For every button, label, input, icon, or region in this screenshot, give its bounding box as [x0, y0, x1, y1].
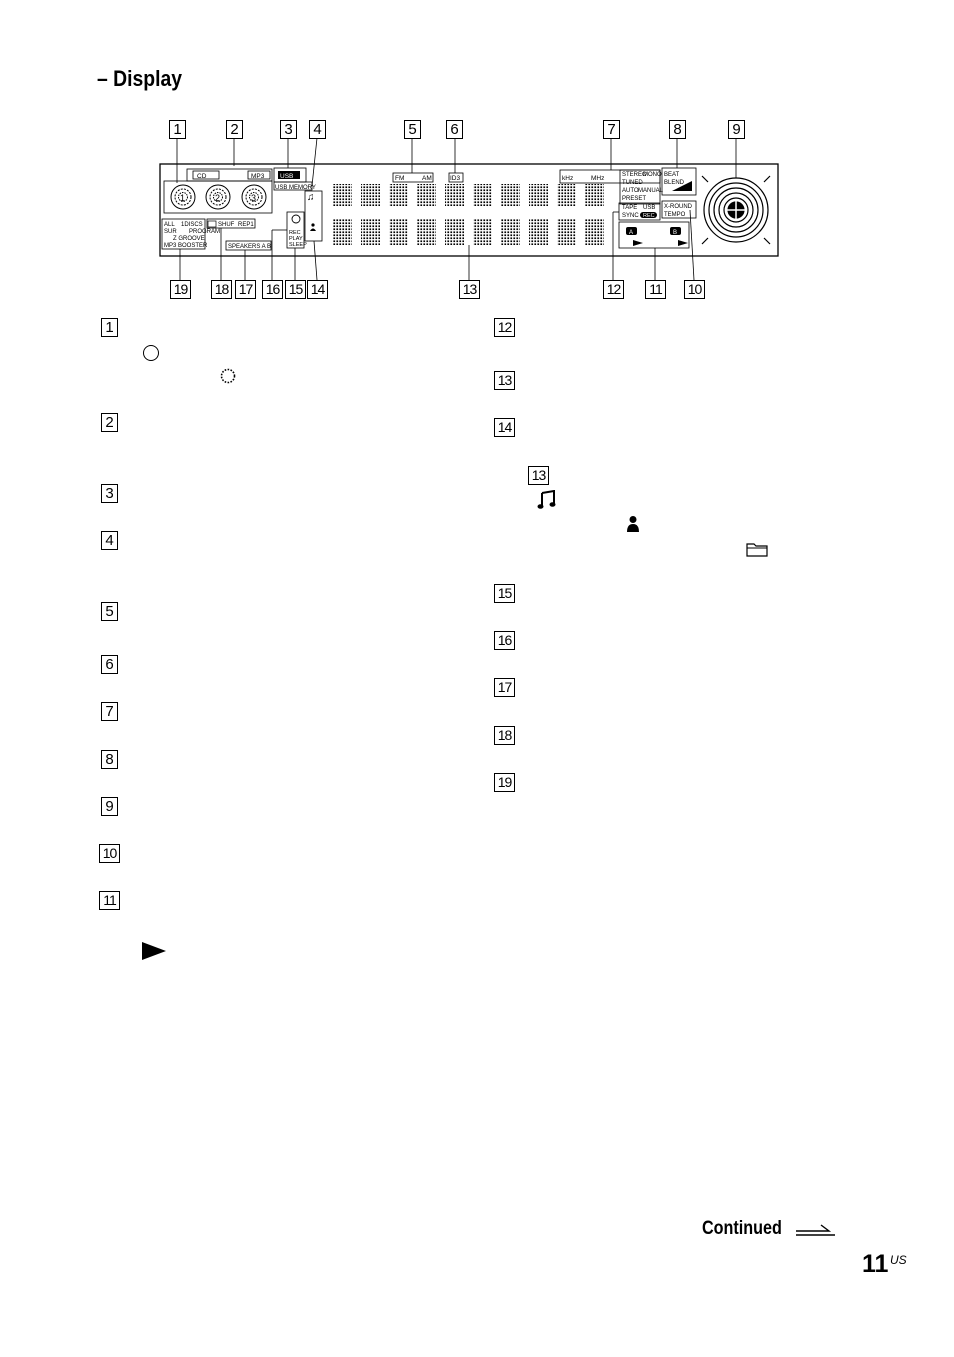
callout-8: 8: [669, 120, 686, 139]
list-item-14: 14: [494, 418, 515, 437]
callout-4: 4: [309, 120, 326, 139]
tuned-label: TUNED: [622, 180, 643, 186]
callout-6: 6: [446, 120, 463, 139]
program-label: PROGRAM: [189, 229, 220, 235]
continued-label: Continued: [702, 1218, 782, 1239]
callout-13: 13: [459, 280, 480, 299]
disc-2-icon: [205, 184, 231, 210]
sur-label: SUR: [164, 229, 177, 235]
list-item-7: 7: [101, 702, 118, 721]
list-item-1: 1: [101, 318, 118, 337]
sleep-label: SLEEP: [289, 242, 307, 248]
list-item-18: 18: [494, 726, 515, 745]
callout-10: 10: [684, 280, 705, 299]
sync-label: SYNC: [622, 213, 639, 219]
callout-11: 11: [645, 280, 666, 299]
callout-9: 9: [728, 120, 745, 139]
discs-label: 1DISCS: [181, 222, 203, 228]
callout-3: 3: [280, 120, 297, 139]
person-icon: [627, 516, 639, 532]
list-item-19: 19: [494, 773, 515, 792]
disc-1-icon: [170, 184, 196, 210]
usb-memory-label: USB MEMORY: [275, 185, 316, 191]
stereo-label: STEREO: [622, 172, 647, 178]
list-item-16: 16: [494, 631, 515, 650]
display-figure: CD MP3 USB USB MEMORY FM AM ID3 kHz MHz …: [159, 137, 779, 281]
mp3-booster-label: MP3 BOOSTER: [164, 243, 208, 249]
rep1-label: REP1: [238, 222, 254, 228]
disc-num-2: 2: [215, 193, 220, 203]
item-14-ref-13: 13: [528, 466, 549, 485]
dot-matrix-display: [333, 184, 604, 245]
khz-label: kHz: [562, 175, 573, 182]
disc-3-icon: [241, 184, 267, 210]
rec-badge-label: REC: [643, 213, 655, 219]
am-label: AM: [422, 175, 432, 182]
list-item-6: 6: [101, 655, 118, 674]
preset-label: PRESET: [622, 196, 646, 202]
callout-15: 15: [285, 280, 306, 299]
shuf-label: SHUF: [218, 222, 235, 228]
list-item-9: 9: [101, 797, 118, 816]
deck-a-label: A: [629, 230, 633, 236]
list-item-17: 17: [494, 678, 515, 697]
tape-usb-label: USB: [643, 205, 655, 211]
section-title: – Display: [97, 66, 183, 91]
callout-14: 14: [307, 280, 328, 299]
folder-icon: [746, 543, 768, 557]
callout-2: 2: [226, 120, 243, 139]
x-round-fan-icon: [701, 175, 771, 245]
manual-label: MANUAL: [638, 188, 664, 194]
disc-num-3: 3: [251, 193, 256, 203]
list-item-13: 13: [494, 371, 515, 390]
mhz-label: MHz: [591, 175, 604, 182]
all-label: ALL: [164, 222, 175, 228]
mono-label: MONO: [643, 172, 662, 178]
play-arrow-icon: [142, 942, 166, 960]
deck-b-label: B: [673, 230, 677, 236]
speakers-label: SPEAKERS A B: [228, 244, 271, 250]
list-item-10: 10: [99, 844, 120, 863]
disc-num-1: 1: [180, 193, 185, 203]
mp3-label: MP3: [251, 173, 265, 180]
callout-1: 1: [169, 120, 186, 139]
list-item-12: 12: [494, 318, 515, 337]
usb-label: USB: [280, 173, 293, 180]
blend-label: BLEND: [664, 180, 685, 186]
list-item-4: 4: [101, 531, 118, 550]
list-item-15: 15: [494, 584, 515, 603]
rec-label: REC: [289, 230, 301, 236]
page-suffix: US: [890, 1253, 907, 1267]
tempo-label: TEMPO: [664, 212, 686, 218]
fm-label: FM: [395, 175, 404, 182]
page-number: 11: [862, 1250, 889, 1278]
play-label: PLAY: [289, 236, 303, 242]
callout-19: 19: [170, 280, 191, 299]
auto-label: AUTO: [622, 188, 639, 194]
z-groove-label: Z GROOVE: [173, 236, 205, 242]
callout-12: 12: [603, 280, 624, 299]
circle-icon: [143, 345, 159, 361]
list-item-8: 8: [101, 750, 118, 769]
id3-label: ID3: [450, 175, 461, 182]
callout-5: 5: [404, 120, 421, 139]
callout-16: 16: [262, 280, 283, 299]
list-item-2: 2: [101, 413, 118, 432]
beat-label: BEAT: [664, 172, 680, 178]
tape-label: TAPE: [622, 205, 637, 211]
callout-17: 17: [235, 280, 256, 299]
continued-arrow-icon: [796, 1224, 835, 1236]
callout-7: 7: [603, 120, 620, 139]
x-round-label: X-ROUND: [664, 204, 693, 210]
spinning-disc-icon: [220, 368, 236, 384]
music-note-icon: [537, 490, 556, 509]
panel-music-note-icon: ♫: [307, 192, 315, 203]
list-item-3: 3: [101, 484, 118, 503]
cd-label: CD: [197, 173, 207, 180]
callout-18: 18: [211, 280, 232, 299]
list-item-5: 5: [101, 602, 118, 621]
list-item-11: 11: [99, 891, 120, 910]
